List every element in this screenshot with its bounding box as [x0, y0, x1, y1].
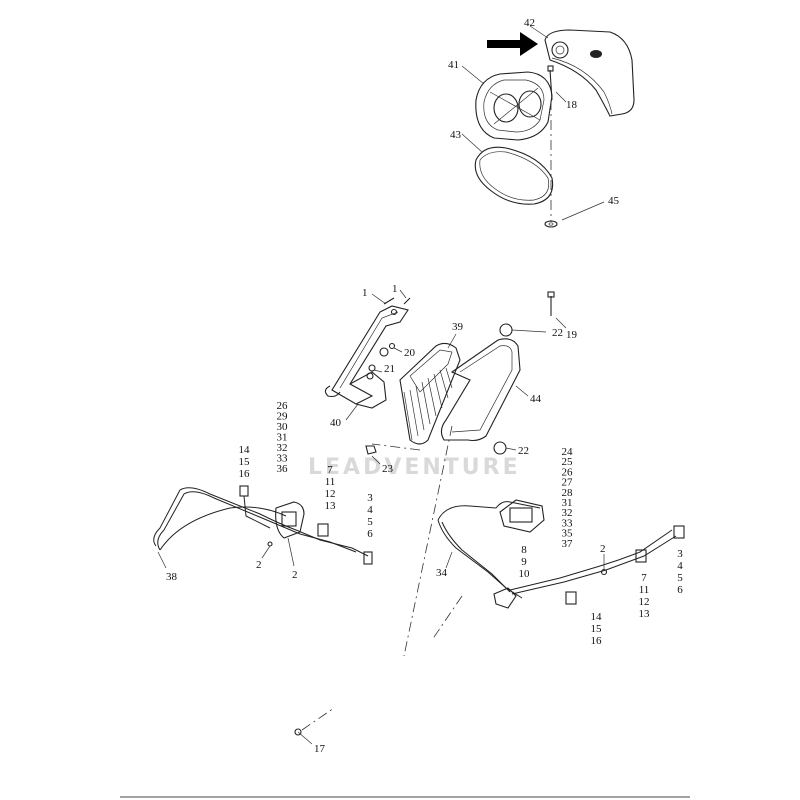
amplifier-part [399, 342, 461, 445]
callout-22-upper: 22 [552, 327, 563, 339]
callout-45: 45 [608, 195, 620, 207]
callout-1-left: 1 [362, 287, 368, 299]
mounting-bracket-part [324, 305, 409, 409]
nut-21-part [368, 364, 376, 372]
callout-34: 34 [436, 567, 448, 579]
right-wiring-harness-part [437, 499, 685, 609]
callout-s-right-upper-3: 27 [562, 477, 574, 489]
callout-s-right-upper-8: 35 [562, 528, 574, 540]
callout-s-right-a-1: 9 [521, 556, 527, 568]
callout-s-left-upper-4: 32 [277, 442, 288, 454]
nut-23-part [365, 445, 377, 455]
callout-42: 42 [524, 17, 535, 29]
callout-s-left-a-0: 14 [239, 444, 251, 456]
pointer-arrow-icon [487, 32, 538, 56]
speaker-part [475, 71, 553, 141]
callout-2-left-b: 2 [292, 569, 298, 581]
callout-s-right-upper-0: 24 [562, 446, 574, 458]
callout-2-right: 2 [600, 543, 606, 555]
callout-39: 39 [452, 321, 464, 333]
callout-s-right-upper-1: 25 [562, 456, 574, 468]
plug-22-lower-part [493, 441, 507, 455]
callout-s-right-upper-7: 33 [562, 517, 574, 529]
callout-s-left-c-0: 3 [367, 492, 373, 504]
callout-s-right-c-3: 13 [639, 608, 651, 620]
callout-19: 19 [566, 329, 578, 341]
callout-s-left-c-3: 6 [367, 528, 373, 540]
callout-s-left-upper-3: 31 [277, 432, 288, 444]
leader-lines [157, 25, 605, 745]
callout-s-right-a-0: 8 [521, 544, 527, 556]
bolt-19-part [547, 291, 555, 316]
screw-18-part [547, 65, 554, 101]
callout-s-left-b-3: 13 [325, 500, 337, 512]
callout-s-left-c-2: 5 [367, 516, 373, 528]
callout-43: 43 [450, 129, 462, 141]
callout-s-right-b-2: 16 [591, 635, 603, 647]
callout-s-right-a-2: 10 [519, 568, 531, 580]
callout-23: 23 [382, 463, 394, 475]
callout-20: 20 [404, 347, 416, 359]
callout-s-right-d-3: 6 [677, 584, 683, 596]
callout-s-right-c-2: 12 [639, 596, 650, 608]
callout-1-right: 1 [392, 283, 398, 295]
callout-s-left-upper-5: 33 [277, 453, 289, 465]
callout-s-right-upper-9: 37 [562, 538, 574, 550]
watermark: LEADVENTURE [308, 455, 521, 480]
plug-22-upper-part [499, 323, 513, 337]
nut-45-part [544, 220, 558, 228]
callout-s-left-a-2: 16 [239, 468, 251, 480]
callout-s-left-c-1: 4 [367, 504, 373, 516]
speaker-gasket-part [474, 146, 554, 205]
callout-s-right-upper-6: 32 [562, 507, 573, 519]
callout-s-right-d-1: 4 [677, 560, 683, 572]
callout-38: 38 [166, 571, 178, 583]
callout-s-left-upper-2: 30 [277, 421, 289, 433]
callout-s-left-a-1: 15 [239, 456, 251, 468]
screw-17-part [294, 728, 302, 736]
callout-s-right-upper-4: 28 [562, 487, 574, 499]
callout-40: 40 [330, 417, 342, 429]
callout-s-left-b-2: 12 [325, 488, 336, 500]
left-wiring-harness-part [153, 485, 373, 565]
washer-20-part [388, 342, 396, 350]
callout-s-left-b-0: 7 [327, 464, 333, 476]
callout-s-right-d-2: 5 [677, 572, 683, 584]
screw-1-part [383, 297, 411, 305]
callout-s-right-upper-5: 31 [562, 497, 573, 509]
callout-s-right-d-0: 3 [677, 548, 683, 560]
callout-s-left-upper-6: 36 [277, 463, 289, 475]
callout-2-left-a: 2 [256, 559, 262, 571]
callout-s-right-c-1: 11 [639, 584, 650, 596]
callout-s-right-b-0: 14 [591, 611, 603, 623]
callout-22-lower: 22 [518, 445, 529, 457]
callout-s-left-b-1: 11 [325, 476, 336, 488]
callout-s-left-upper-1: 29 [277, 411, 289, 423]
amplifier-cover-part [440, 338, 521, 442]
callout-s-right-c-0: 7 [641, 572, 647, 584]
callout-44: 44 [530, 393, 542, 405]
speaker-lid-part [544, 29, 635, 117]
callout-17: 17 [314, 743, 326, 755]
callout-18: 18 [566, 99, 578, 111]
callout-41: 41 [448, 59, 459, 71]
callout-21: 21 [384, 363, 395, 375]
callout-s-left-upper-0: 26 [277, 400, 289, 412]
callout-s-right-b-1: 15 [591, 623, 603, 635]
callout-s-right-upper-2: 26 [562, 466, 574, 478]
